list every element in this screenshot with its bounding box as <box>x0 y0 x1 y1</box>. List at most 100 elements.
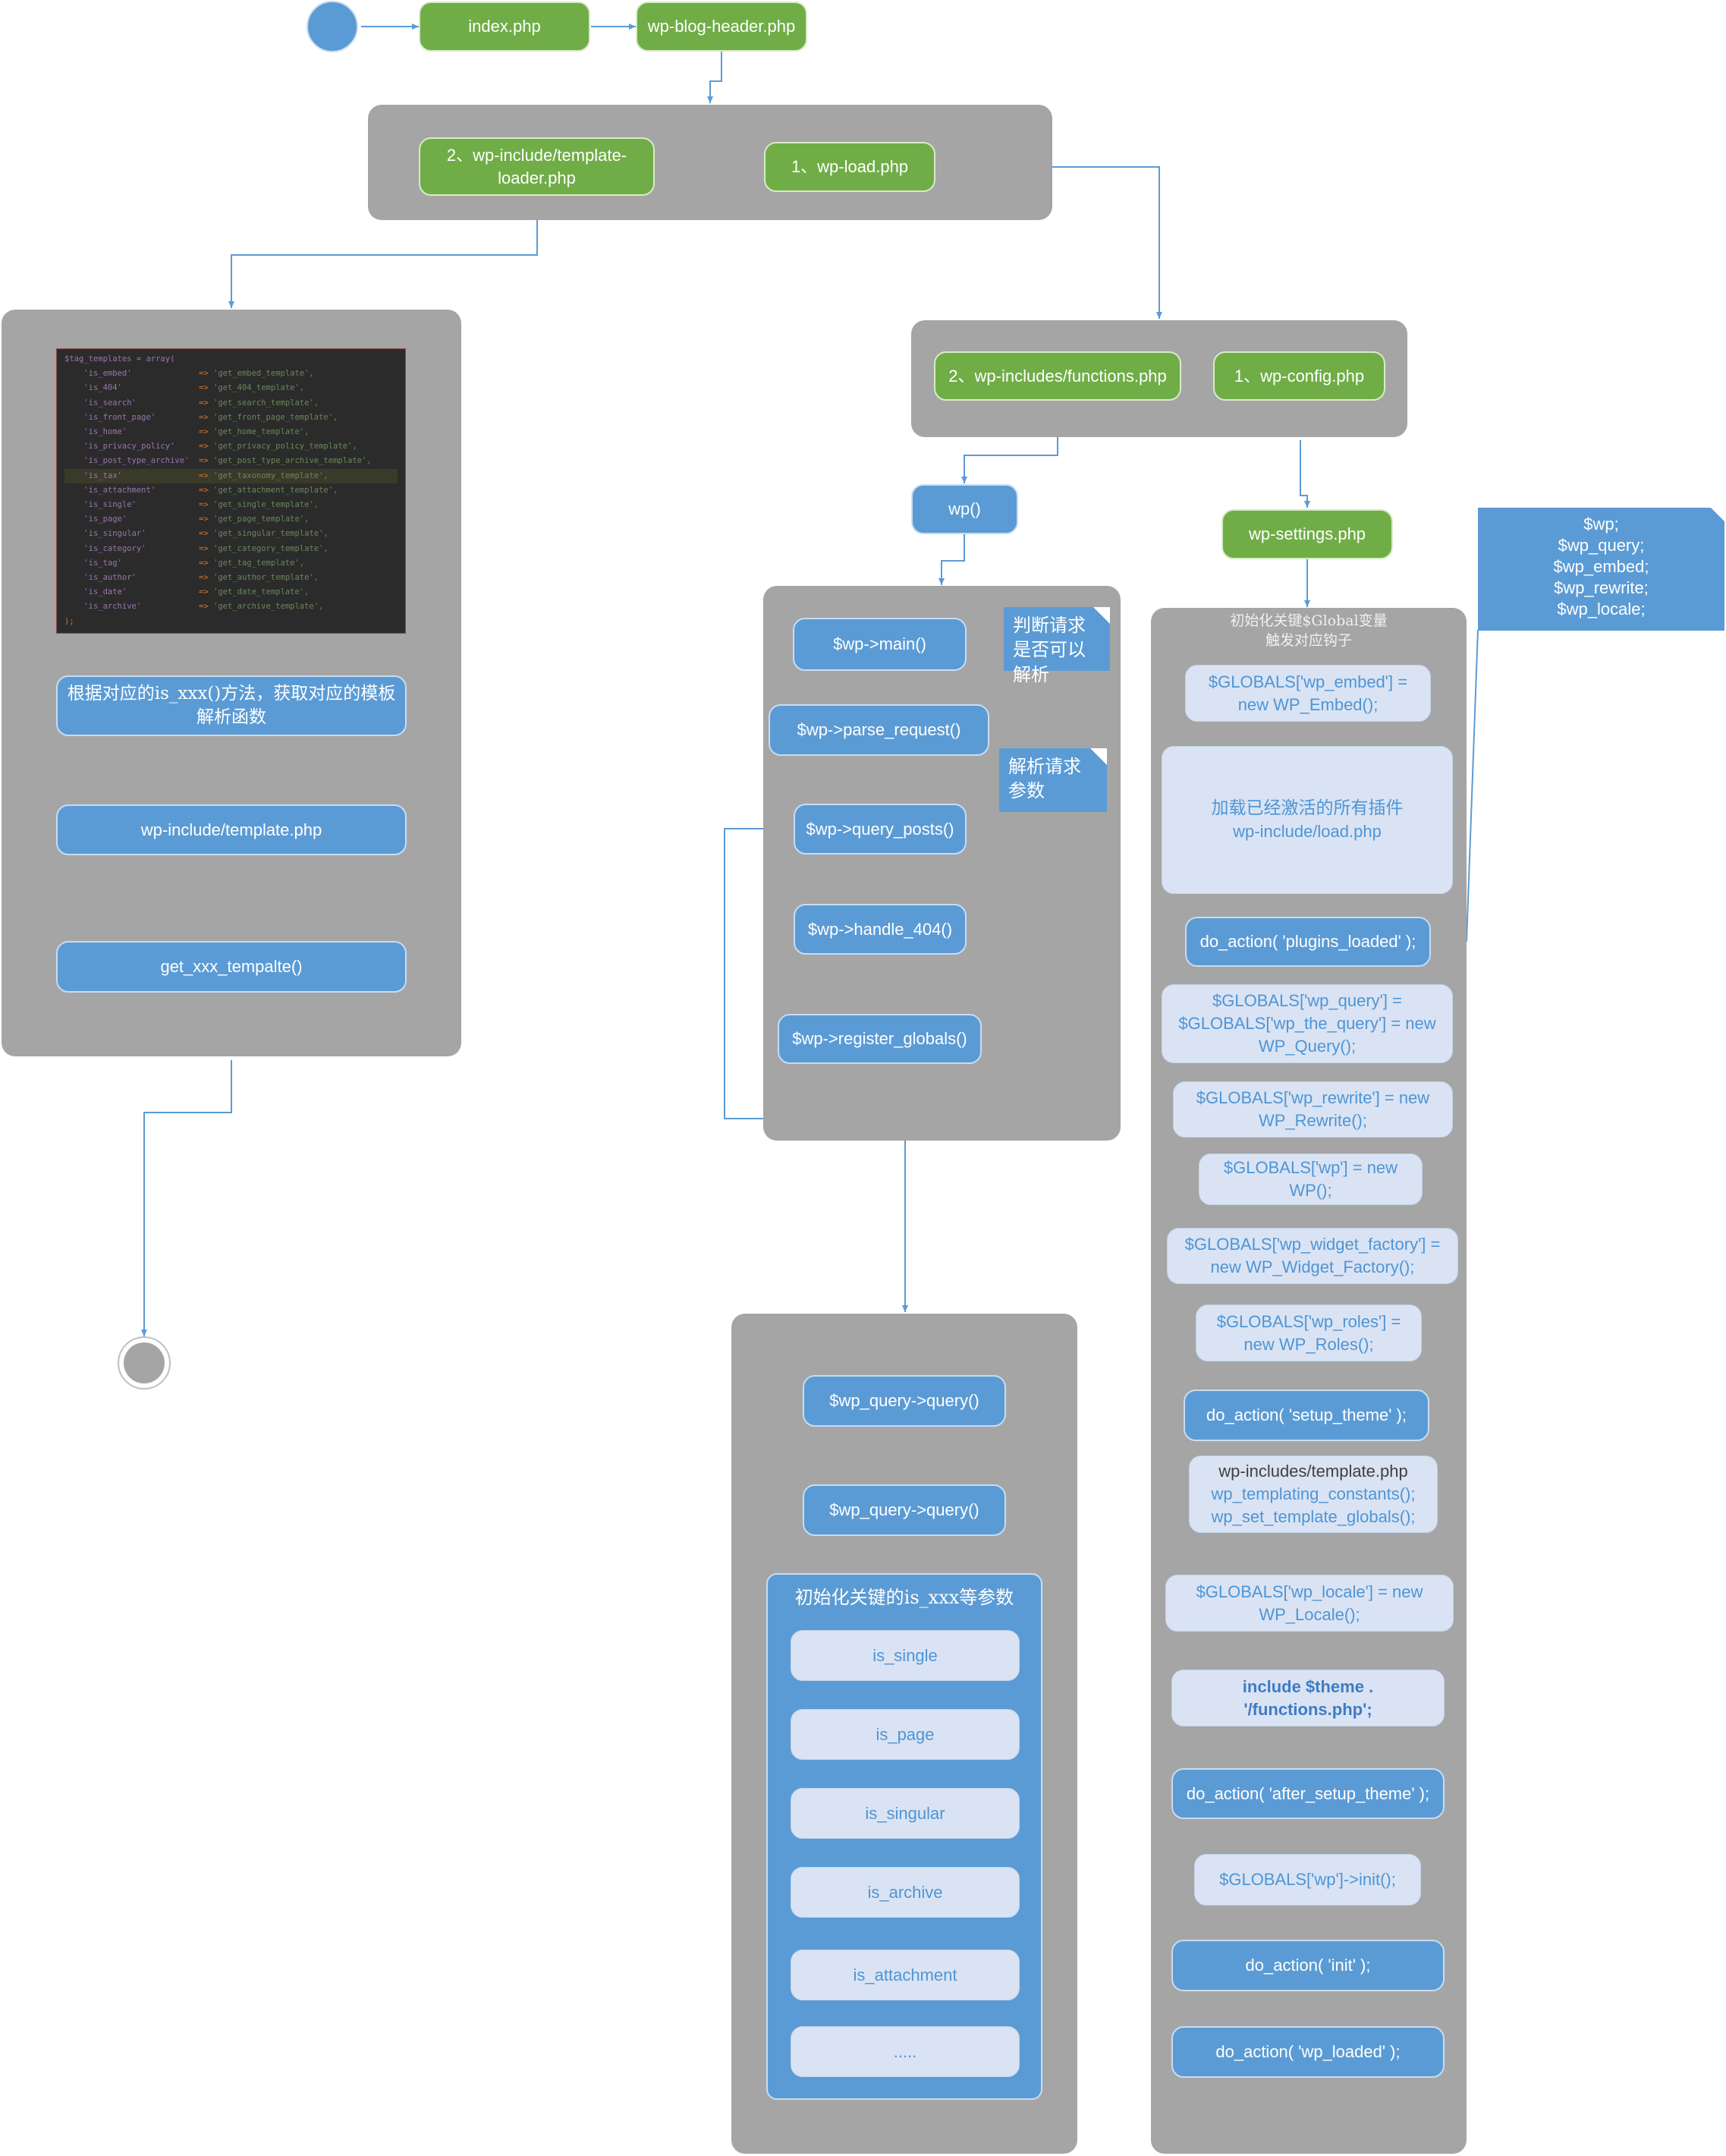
settings-header: 初始化关键$Global变量 触发对应钩子 <box>1151 612 1467 650</box>
code-value: 'get_author_template', <box>213 573 319 583</box>
code-arrow: => <box>199 442 209 452</box>
tag-templates-code: $tag_templates = array( 'is_embed' => 'g… <box>56 348 406 634</box>
settings-header-line1: 初始化关键$Global变量 <box>1230 612 1388 629</box>
globals-wp-locale[interactable]: $GLOBALS['wp_locale'] = new WP_Locale(); <box>1165 1575 1454 1632</box>
code-row: 'is_category' => 'get_category_template'… <box>64 542 398 556</box>
code-key: 'is_privacy_policy' <box>83 442 175 452</box>
code-key: 'is_tax' <box>83 471 122 480</box>
code-value: 'get_privacy_policy_template', <box>213 442 357 452</box>
code-arrow: => <box>199 485 209 495</box>
do-action-init[interactable]: do_action( 'init' ); <box>1171 1940 1445 1991</box>
wp-settings-node[interactable]: wp-settings.php <box>1221 509 1393 559</box>
code-row: 'is_page' => 'get_page_template', <box>64 512 398 527</box>
code-key: 'is_tag' <box>83 558 122 568</box>
code-value: 'get_front_page_template', <box>213 412 338 422</box>
wp-query-posts-node[interactable]: $wp->query_posts() <box>794 804 967 855</box>
code-arrow: => <box>199 412 209 422</box>
code-row: 'is_post_type_archive' => 'get_post_type… <box>64 454 398 468</box>
code-value: 'get_post_type_archive_template', <box>213 456 372 466</box>
code-value: 'get_page_template', <box>213 515 310 524</box>
code-row: 'is_tag' => 'get_tag_template', <box>64 556 398 571</box>
is-xxx-method-box[interactable]: 根据对应的is_xxx()方法，获取对应的模板解析函数 <box>56 675 407 736</box>
is-single-item[interactable]: is_single <box>791 1630 1020 1681</box>
start-node <box>307 1 358 52</box>
wp-config-node[interactable]: 1、wp-config.php <box>1213 351 1385 401</box>
end-node <box>118 1336 171 1390</box>
code-value: 'get_single_template', <box>213 500 319 510</box>
code-key: 'is_attachment' <box>83 485 156 495</box>
is-archive-item[interactable]: is_archive <box>791 1867 1020 1918</box>
functions-php-node[interactable]: 2、wp-includes/functions.php <box>934 351 1181 401</box>
load-plugins-box[interactable]: 加载已经激活的所有插件 wp-include/load.php <box>1162 746 1453 894</box>
template-php-file: wp-includes/template.php <box>1218 1462 1408 1481</box>
edge-header-container <box>707 52 722 103</box>
code-row: 'is_single' => 'get_single_template', <box>64 498 398 512</box>
globals-wp-query[interactable]: $GLOBALS['wp_query'] = $GLOBALS['wp_the_… <box>1162 984 1453 1063</box>
wp-query-query-node-2[interactable]: $wp_query->query() <box>803 1484 1006 1536</box>
note-parse-params-text: 解析请求参数 <box>1008 756 1081 802</box>
code-key: 'is_single' <box>83 500 137 510</box>
code-title: $tag_templates = array( <box>64 354 175 364</box>
code-row: 'is_embed' => 'get_embed_template', <box>64 367 398 381</box>
code-arrow: => <box>199 573 209 583</box>
code-arrow: => <box>199 515 209 524</box>
is-singular-item[interactable]: is_singular <box>791 1788 1020 1839</box>
wp-load-node[interactable]: 1、wp-load.php <box>764 142 935 192</box>
load-plugins-line2: wp-include/load.php <box>1233 822 1382 842</box>
edge-functions-wp <box>961 435 1058 483</box>
templating-constants: wp_templating_constants(); <box>1211 1484 1416 1504</box>
code-arrow: => <box>199 587 209 597</box>
template-php-box[interactable]: wp-include/template.php <box>56 804 407 855</box>
globals-wp-init[interactable]: $GLOBALS['wp']->init(); <box>1194 1854 1421 1906</box>
do-action-wp-loaded[interactable]: do_action( 'wp_loaded' ); <box>1171 2026 1445 2078</box>
settings-header-line2: 触发对应钩子 <box>1265 631 1352 649</box>
do-action-setup-theme[interactable]: do_action( 'setup_theme' ); <box>1184 1390 1429 1441</box>
code-key: 'is_date' <box>83 587 127 597</box>
template-loader-node[interactable]: 2、wp-include/template-loader.php <box>419 137 655 196</box>
wp-parse-request-node[interactable]: $wp->parse_request() <box>769 704 989 756</box>
code-key: 'is_post_type_archive' <box>83 456 190 466</box>
code-arrow: => <box>199 602 209 612</box>
wp-query-query-node-1[interactable]: $wp_query->query() <box>803 1375 1006 1427</box>
index-php-node[interactable]: index.php <box>419 2 590 52</box>
code-key: 'is_archive' <box>83 602 142 612</box>
template-php-block[interactable]: wp-includes/template.php wp_templating_c… <box>1189 1456 1438 1533</box>
more-items[interactable]: ..... <box>791 2026 1020 2077</box>
code-row: 'is_privacy_policy' => 'get_privacy_poli… <box>64 439 398 454</box>
wp-function-node[interactable]: wp() <box>911 484 1018 534</box>
wp-main-node[interactable]: $wp->main() <box>793 618 967 671</box>
is-page-item[interactable]: is_page <box>791 1709 1020 1760</box>
note-parse-params: 解析请求参数 <box>999 748 1107 812</box>
code-arrow: => <box>199 500 209 510</box>
globals-wp-rewrite[interactable]: $GLOBALS['wp_rewrite'] = new WP_Rewrite(… <box>1173 1081 1453 1138</box>
code-arrow: => <box>199 369 209 379</box>
globals-wp-widget-factory[interactable]: $GLOBALS['wp_widget_factory'] = new WP_W… <box>1167 1228 1458 1284</box>
code-key: 'is_page' <box>83 515 127 524</box>
code-row: 'is_singular' => 'get_singular_template'… <box>64 527 398 541</box>
wp-blog-header-node[interactable]: wp-blog-header.php <box>636 2 807 52</box>
is-attachment-item[interactable]: is_attachment <box>791 1950 1020 2000</box>
code-row: 'is_archive' => 'get_archive_template', <box>64 600 398 614</box>
edge-query-posts-loop <box>724 828 908 1312</box>
wp-register-globals-node[interactable]: $wp->register_globals() <box>778 1014 982 1064</box>
do-action-after-setup-theme[interactable]: do_action( 'after_setup_theme' ); <box>1171 1768 1445 1819</box>
code-arrow: => <box>199 558 209 568</box>
globals-wp-embed[interactable]: $GLOBALS['wp_embed'] = new WP_Embed(); <box>1185 665 1431 722</box>
code-row: 'is_attachment' => 'get_attachment_templ… <box>64 483 398 498</box>
globals-note: $wp; $wp_query; $wp_embed; $wp_rewrite; … <box>1478 508 1724 631</box>
code-value: 'get_singular_template', <box>213 529 329 539</box>
code-value: 'get_embed_template', <box>213 369 314 379</box>
code-arrow: => <box>199 398 209 408</box>
globals-wp[interactable]: $GLOBALS['wp'] = new WP(); <box>1199 1154 1423 1205</box>
edge-wp-panel <box>938 534 965 585</box>
code-row: 'is_front_page' => 'get_front_page_templ… <box>64 411 398 425</box>
code-arrow: => <box>199 471 209 480</box>
wp-handle-404-node[interactable]: $wp->handle_404() <box>794 904 967 955</box>
code-close: ); <box>64 616 74 626</box>
do-action-plugins-loaded[interactable]: do_action( 'plugins_loaded' ); <box>1185 917 1431 967</box>
load-plugins-line1: 加载已经激活的所有插件 <box>1211 798 1404 819</box>
globals-wp-roles[interactable]: $GLOBALS['wp_roles'] = new WP_Roles(); <box>1196 1305 1422 1361</box>
get-xxx-template-box[interactable]: get_xxx_tempalte() <box>56 941 407 993</box>
globals-note-wp-query: $wp_query; <box>1558 536 1645 555</box>
include-theme-functions[interactable]: include $theme . '/functions.php'; <box>1171 1670 1445 1726</box>
